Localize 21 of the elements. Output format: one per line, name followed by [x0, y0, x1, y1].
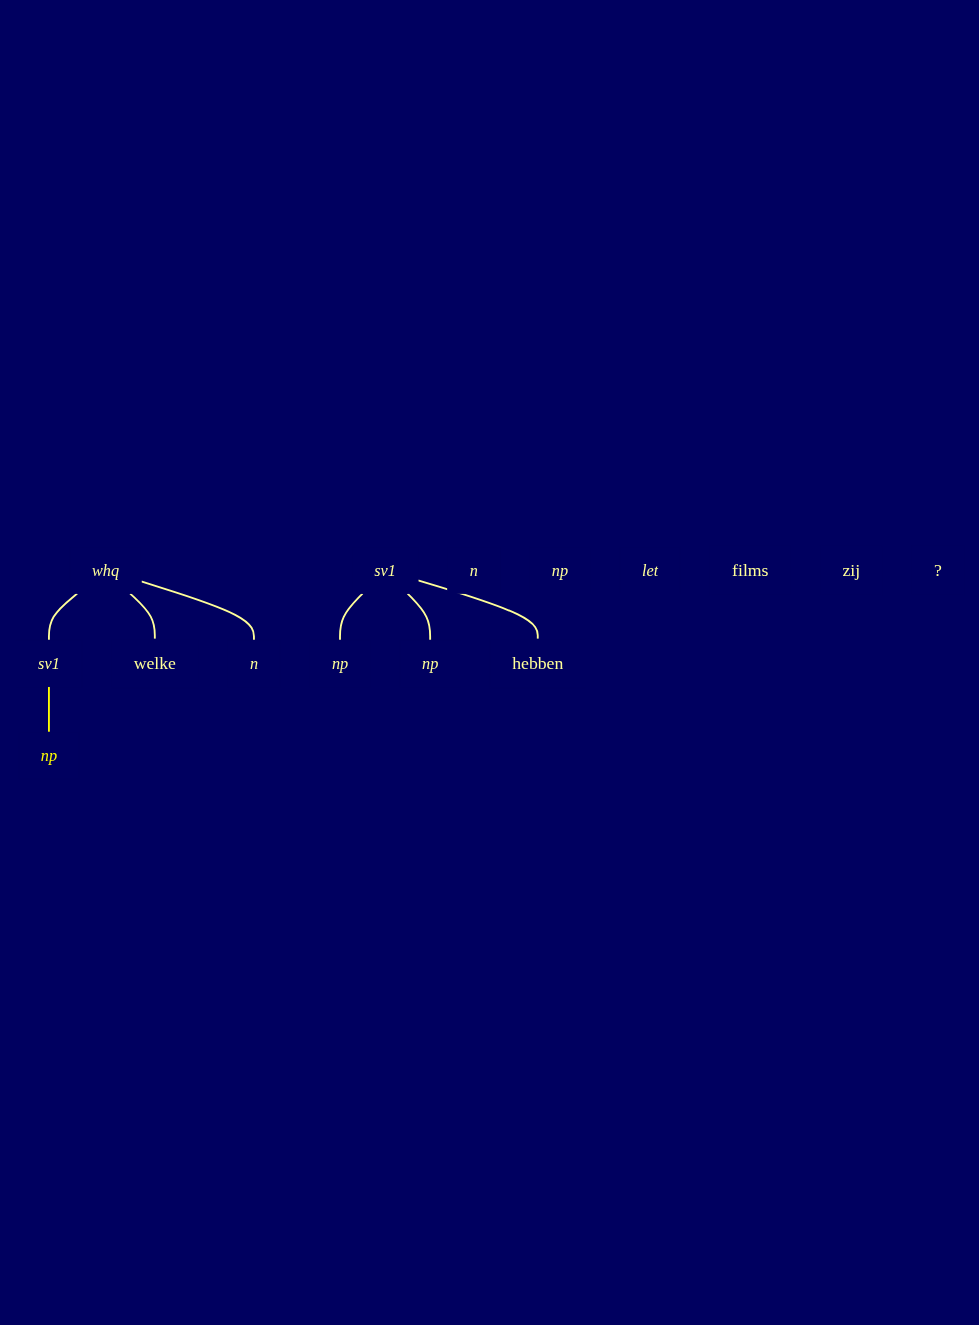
node-text: let — [641, 561, 658, 580]
node-text: sv1 — [37, 654, 60, 673]
node-text: ? — [933, 560, 942, 581]
node-text: n — [249, 654, 258, 673]
node-text: hebben — [511, 654, 563, 674]
connector — [406, 592, 431, 642]
node-text: welke — [133, 654, 176, 674]
connector — [416, 579, 539, 641]
node-text: sv1 — [373, 561, 396, 580]
node-text: np — [551, 561, 568, 580]
node-text: films — [731, 560, 769, 581]
node-text: np — [421, 654, 438, 673]
node-text: np — [331, 654, 348, 673]
connector — [47, 685, 50, 734]
node-text: np — [40, 746, 57, 765]
node-text: whq — [91, 561, 119, 580]
connector — [47, 592, 78, 642]
node-text: zij — [841, 560, 860, 581]
connector — [338, 592, 363, 642]
connector — [128, 592, 156, 641]
connector — [139, 580, 255, 642]
